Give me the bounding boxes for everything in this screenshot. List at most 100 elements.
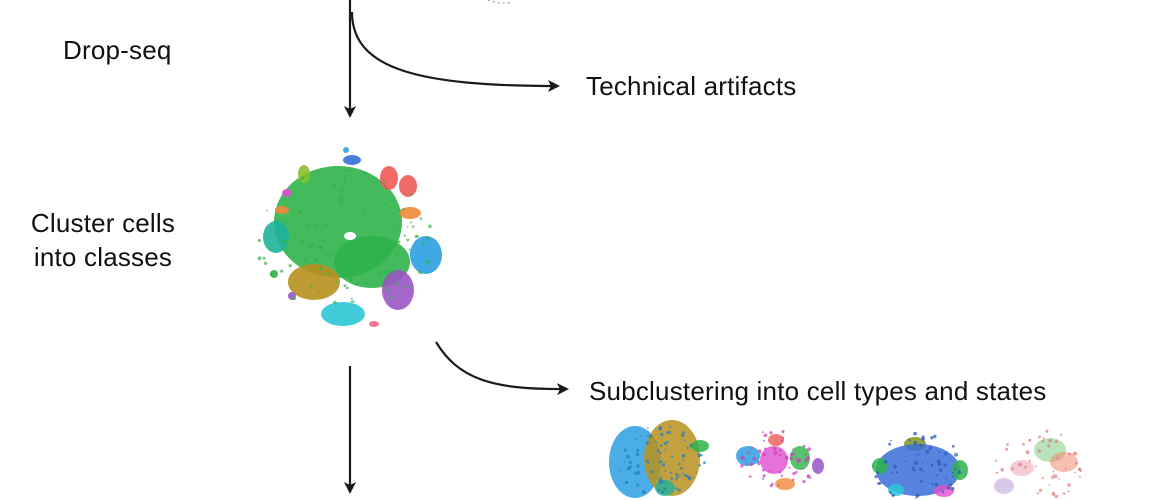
scatter-dot bbox=[936, 459, 941, 463]
scatter-dot bbox=[740, 455, 745, 460]
scatter-dot bbox=[350, 300, 353, 303]
scatter-dot bbox=[362, 180, 365, 183]
scatter-dot bbox=[309, 245, 312, 249]
scatter-dot bbox=[663, 487, 667, 491]
scatter-dot bbox=[931, 482, 934, 485]
scatter-dot bbox=[349, 277, 353, 281]
scatter-dot bbox=[936, 474, 939, 477]
scatter-dot bbox=[305, 224, 309, 228]
scatter-dot bbox=[1056, 456, 1059, 460]
scatter-dot bbox=[995, 471, 999, 475]
scatter-dot bbox=[333, 300, 337, 305]
scatter-dot bbox=[746, 451, 750, 455]
scatter-dot bbox=[409, 221, 412, 224]
scatter-dot bbox=[402, 208, 405, 211]
scatter-dot bbox=[905, 460, 907, 463]
cluster-orange bbox=[399, 207, 421, 219]
scatter-dot bbox=[650, 470, 654, 474]
scatter-dot bbox=[269, 272, 273, 276]
scatter-dot bbox=[312, 243, 316, 247]
scatter-dot bbox=[769, 431, 773, 435]
scatter-dot bbox=[275, 219, 278, 222]
scatter-dot bbox=[995, 459, 998, 462]
scatter-dot bbox=[795, 457, 798, 459]
scatter-dot bbox=[352, 300, 355, 303]
scatter-dot bbox=[342, 180, 346, 184]
scatter-dot bbox=[664, 469, 667, 472]
scatter-dot bbox=[1046, 431, 1049, 433]
scatter-dot bbox=[645, 441, 649, 445]
scatter-dot bbox=[703, 461, 706, 465]
scatter-dot bbox=[953, 468, 957, 471]
scatter-dot bbox=[957, 470, 962, 474]
scatter-dot bbox=[761, 431, 764, 434]
cluster-teal bbox=[263, 221, 289, 253]
scatter-dot bbox=[913, 440, 918, 445]
scatter-speckles bbox=[257, 169, 1082, 499]
scatter-dot bbox=[1036, 492, 1040, 495]
scatter-dot bbox=[666, 440, 669, 444]
scatter-dot bbox=[921, 437, 925, 441]
scatter-dot bbox=[938, 450, 941, 453]
cluster-small-green bbox=[270, 270, 278, 278]
scatter-dot bbox=[697, 453, 702, 458]
scatter-dot bbox=[339, 201, 344, 205]
scatter-dot bbox=[670, 477, 674, 480]
scatter-dot bbox=[426, 236, 430, 240]
cluster-small-blue bbox=[343, 147, 349, 153]
scatter-dot bbox=[779, 453, 782, 457]
scatter-dot bbox=[618, 469, 621, 472]
scatter-dot bbox=[355, 243, 358, 247]
scatter-dot bbox=[943, 463, 947, 467]
scatter-dot bbox=[421, 242, 425, 245]
scatter-dot bbox=[299, 182, 302, 185]
scatter-dot bbox=[623, 448, 627, 452]
scatter-dot bbox=[792, 471, 796, 476]
scatter-dot bbox=[1018, 462, 1022, 467]
scatter-dot bbox=[758, 460, 760, 463]
scatter-dot bbox=[655, 441, 657, 443]
scatter-dot bbox=[781, 430, 785, 434]
scatter-dot bbox=[944, 477, 947, 480]
scatter-dot bbox=[1068, 452, 1072, 456]
scatter-dot bbox=[344, 255, 347, 258]
scatter-dot bbox=[915, 493, 920, 498]
scatter-dot bbox=[345, 241, 350, 246]
scatter-dot bbox=[368, 261, 370, 263]
scatter-dot bbox=[1038, 435, 1042, 439]
cluster-small-pink bbox=[369, 321, 379, 327]
scatter-dot bbox=[675, 487, 678, 490]
scatter-dot bbox=[345, 286, 349, 290]
scatter-dot bbox=[1006, 443, 1009, 446]
scatter-dot bbox=[921, 462, 924, 464]
scatter-dot bbox=[266, 209, 269, 212]
scatter-dot bbox=[752, 456, 757, 461]
scatter-dot bbox=[763, 433, 768, 438]
cluster-label-line2: into classes bbox=[33, 242, 173, 272]
scatter-dot bbox=[1052, 470, 1055, 473]
cluster-red-1 bbox=[380, 166, 398, 190]
scatter-dot bbox=[917, 453, 920, 456]
scatter-dot bbox=[1025, 450, 1030, 455]
scatter-dot bbox=[795, 470, 798, 474]
scatter-dot bbox=[331, 183, 336, 188]
scatter-dot bbox=[943, 451, 948, 456]
scatter-dot bbox=[624, 480, 629, 485]
scatter-dot bbox=[336, 249, 339, 252]
scatter-dot bbox=[876, 471, 880, 474]
scatter-dot bbox=[1048, 438, 1053, 443]
scatter-dot bbox=[681, 453, 686, 458]
scatter-dot bbox=[780, 439, 784, 443]
scatter-dot bbox=[791, 478, 795, 482]
scatter-dot bbox=[641, 490, 646, 495]
scatter-dot bbox=[793, 452, 796, 455]
scatter-dot bbox=[636, 449, 640, 453]
scatter-dot bbox=[745, 463, 748, 466]
scatter-dot bbox=[1079, 475, 1081, 478]
scatter-dot bbox=[1051, 475, 1055, 479]
scatter-dot bbox=[1062, 492, 1066, 495]
scatter-dot bbox=[784, 455, 789, 460]
scatter-dot bbox=[283, 239, 288, 244]
cluster-cyan bbox=[321, 302, 365, 326]
